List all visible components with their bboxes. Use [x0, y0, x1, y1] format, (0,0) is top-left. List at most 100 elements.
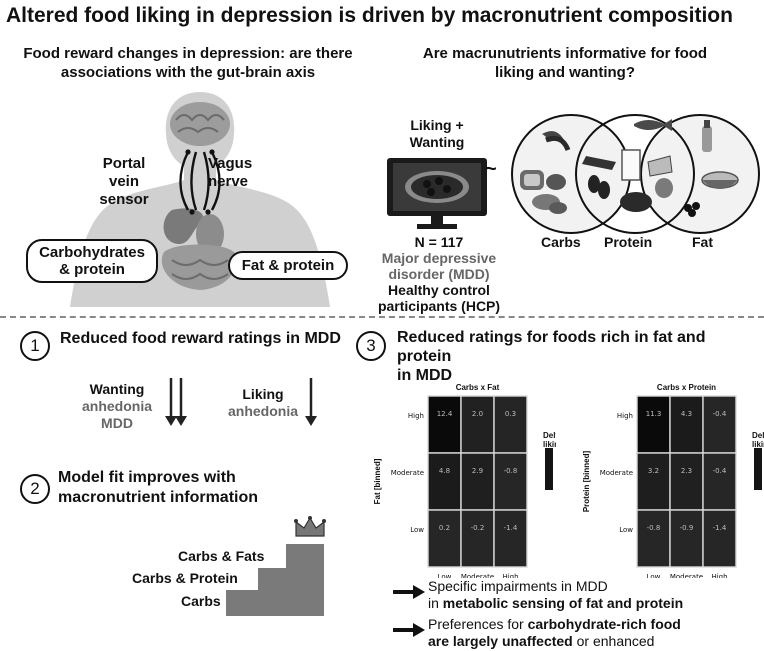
heatmap-x-tick: Low	[438, 573, 452, 578]
heatmap-cell-value: -0.8	[647, 524, 661, 532]
carbs-protein-pill: Carbohydrates & protein	[26, 239, 158, 283]
heatmap-cell	[427, 509, 462, 568]
left-panel-heading: Food reward changes in depression: are t…	[23, 45, 353, 81]
brain-icon	[170, 102, 230, 146]
heatmap-cell-value: -1.4	[504, 524, 518, 532]
heatmap-cell	[702, 395, 737, 454]
finding2-bold1: carbohydrate-rich food	[527, 616, 681, 632]
heatmap-x-tick: Moderate	[670, 573, 703, 578]
section1-title: Reduced food reward ratings in MDD	[60, 330, 341, 347]
heatmap-cell-value: 3.2	[648, 467, 659, 475]
heatmap-cell	[636, 395, 671, 454]
heatmap-cell	[669, 452, 704, 511]
gut-brain-arrows	[179, 151, 221, 211]
heatmap-cell	[669, 395, 704, 454]
heatmap-x-tick: Low	[647, 573, 661, 578]
heatmap-cell-value: 12.4	[437, 410, 453, 418]
heatmap-x-tick: High	[502, 573, 518, 578]
monitor-icon	[387, 158, 487, 229]
venn-label-carbs: Carbs	[541, 234, 581, 250]
right-panel-heading: Are macrunutrients informative for food …	[422, 45, 708, 81]
vagus-nerve-label: Vagus nerve	[208, 155, 253, 190]
legend-title: liking	[543, 440, 556, 449]
section-separator	[0, 316, 764, 318]
page-title: Altered food liking in depression is dri…	[6, 4, 733, 27]
liking-wanting-label: Liking + Wanting	[409, 117, 465, 150]
finding2-arrow-icon	[393, 623, 425, 637]
heatmap-cell	[493, 395, 528, 454]
carbs-foods-icon	[520, 131, 571, 214]
heatmap-cell	[702, 452, 737, 511]
heatmap-y-tick: Low	[619, 526, 633, 534]
section3-title: Reduced ratings for foods rich in fat an…	[397, 329, 706, 384]
heatmap-x-tick: High	[711, 573, 727, 578]
mdd-label: Major depressive disorder (MDD)	[381, 250, 497, 282]
legend-colorbar	[754, 448, 762, 490]
heatmap-title: Carbs x Fat	[456, 383, 500, 392]
legend-title: Delta	[543, 431, 556, 440]
heatmap-y-tick: High	[408, 412, 424, 420]
n-label: N = 117	[414, 234, 464, 250]
heatmap-cell-value: 0.2	[439, 524, 450, 532]
heatmap-y-tick: High	[617, 412, 633, 420]
organs-icon	[161, 208, 237, 290]
step-label-carbs-fats: Carbs & Fats	[178, 548, 265, 564]
section2-title: Model fit improves with macronutrient in…	[58, 469, 259, 506]
portal-vein-sensor-label: Portal vein sensor	[99, 155, 149, 208]
heatmap-cell	[460, 452, 495, 511]
heatmap-cell	[460, 395, 495, 454]
wanting-down-arrows	[165, 378, 187, 426]
crown-icon	[294, 516, 326, 537]
step-label-carbs: Carbs	[181, 593, 221, 609]
finding2-bold2: are largely unaffected	[428, 633, 573, 649]
heatmap-cell-value: 4.3	[681, 410, 692, 418]
heatmap-cell	[636, 452, 671, 511]
heatmap-y-tick: Low	[410, 526, 424, 534]
heatmap-y-tick: Moderate	[391, 469, 424, 477]
heatmap-cell	[636, 509, 671, 568]
wanting-anhedonia-label: anhedonia MDD	[81, 398, 152, 431]
heatmap-cell-value: -1.4	[713, 524, 727, 532]
tilde-symbol: ~	[485, 158, 497, 180]
legend-title: Delta	[752, 431, 764, 440]
heatmap-y-label: Fat [binned]	[373, 458, 382, 504]
finding1-line1: Specific impairments in MDD	[428, 578, 608, 594]
fat-protein-pill: Fat & protein	[228, 251, 348, 280]
heatmap-cell-value: -0.9	[680, 524, 694, 532]
model-fit-staircase	[226, 544, 324, 616]
heatmap-y-label: Protein [binned]	[582, 451, 591, 513]
venn-label-fat: Fat	[692, 234, 713, 250]
heatmap-cell-value: 4.8	[439, 467, 450, 475]
step-label-carbs-protein: Carbs & Protein	[132, 570, 238, 586]
section1-number: 1	[20, 331, 50, 361]
section2-number: 2	[20, 474, 50, 504]
heatmap-x-tick: Moderate	[461, 573, 494, 578]
heatmap-cell	[427, 395, 462, 454]
heatmap-cell-value: -0.4	[713, 467, 727, 475]
finding2-text: Preferences for carbohydrate-rich food a…	[428, 616, 681, 650]
legend-colorbar	[545, 448, 553, 490]
heatmap-cell-value: 2.9	[472, 467, 483, 475]
heatmap-cell	[493, 452, 528, 511]
hcp-label: Healthy control participants (HCP)	[377, 282, 501, 314]
heatmap-cell	[669, 509, 704, 568]
heatmap-cell	[427, 452, 462, 511]
wanting-label: Wanting	[89, 381, 145, 397]
protein-foods-icon	[582, 119, 672, 212]
heatmap-cell-value: -0.2	[471, 524, 485, 532]
heatmap-cell-value: -0.4	[713, 410, 727, 418]
section3-number: 3	[356, 331, 386, 361]
heatmap-y-tick: Moderate	[600, 469, 633, 477]
liking-down-arrow	[305, 378, 317, 426]
finding1-bold: metabolic sensing of fat and protein	[442, 595, 684, 611]
heatmap-cell-value: -0.8	[504, 467, 518, 475]
finding2-suffix: or enhanced	[572, 633, 655, 649]
liking-label: Liking	[242, 386, 284, 402]
heatmap-cell	[702, 509, 737, 568]
fat-foods-icon	[647, 120, 739, 217]
heatmap-cell-value: 2.3	[681, 467, 692, 475]
finding1-prefix: in	[428, 595, 443, 611]
heatmap-cell	[460, 509, 495, 568]
